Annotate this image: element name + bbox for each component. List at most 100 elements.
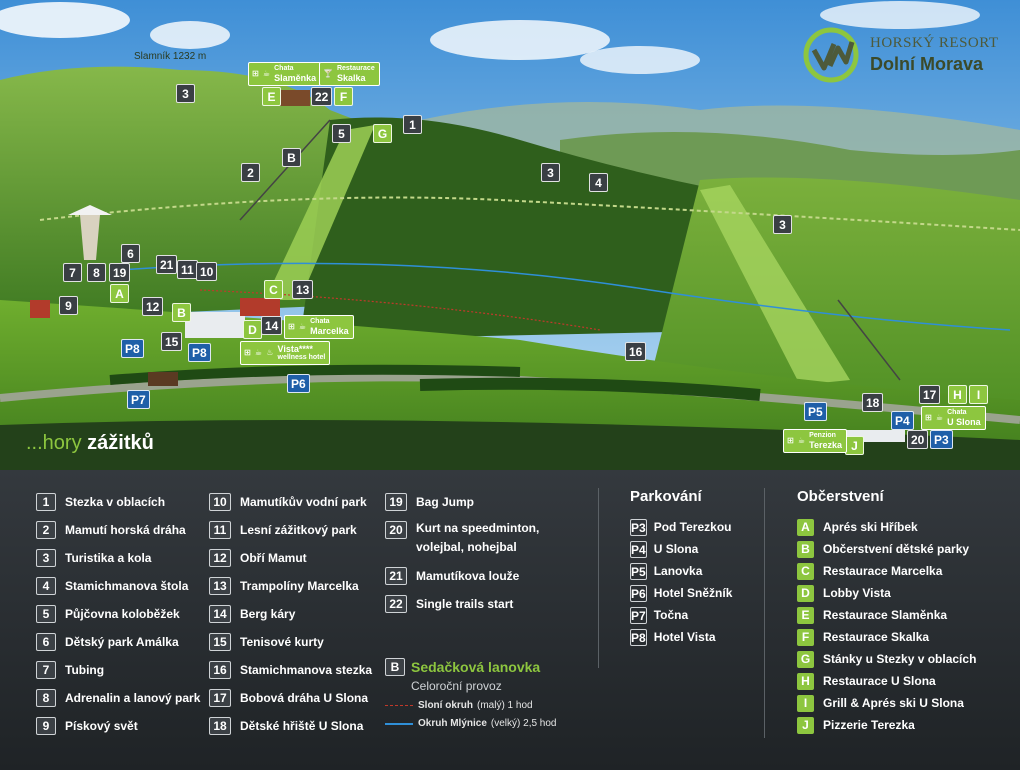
map-marker[interactable]: P8 — [121, 339, 144, 358]
map-marker[interactable]: 5 — [332, 124, 351, 143]
map-marker[interactable]: P7 — [127, 390, 150, 409]
map-marker[interactable]: 20 — [907, 430, 929, 449]
map-marker[interactable]: 8 — [87, 263, 106, 282]
map-marker[interactable]: D — [243, 320, 262, 339]
map-marker[interactable]: P6 — [287, 374, 310, 393]
legend-key: 9 — [36, 717, 56, 735]
map-marker[interactable]: 18 — [862, 393, 884, 412]
map-marker[interactable]: 3 — [541, 163, 560, 182]
food-text: Restaurace U Slona — [823, 674, 936, 688]
map-marker[interactable]: P8 — [188, 343, 211, 362]
map-marker[interactable]: 13 — [292, 280, 314, 299]
map-marker[interactable]: P5 — [804, 402, 827, 421]
legend-text: Stamichmanova štola — [65, 579, 189, 593]
food-key: B — [797, 540, 814, 558]
map-marker[interactable]: 15 — [161, 332, 183, 351]
map-marker[interactable]: E — [262, 87, 281, 106]
map-marker[interactable]: P4 — [891, 411, 914, 430]
map-marker[interactable]: 12 — [142, 297, 164, 316]
map-marker[interactable]: P3 — [930, 430, 953, 449]
map-marker[interactable]: B — [172, 303, 191, 322]
route-small-line — [385, 705, 413, 706]
map-marker[interactable]: 7 — [63, 263, 82, 282]
map-marker[interactable]: 6 — [121, 244, 140, 263]
map-marker[interactable]: H — [948, 385, 967, 404]
map-marker[interactable]: A — [110, 284, 129, 303]
map-marker[interactable]: 3 — [773, 215, 792, 234]
label-small: wellness hotel — [277, 354, 326, 361]
map-marker[interactable]: J — [845, 436, 864, 455]
place-label-vista[interactable]: ⊞ ☕ ♨ Vista****wellness hotel — [240, 341, 331, 365]
map-marker[interactable]: I — [969, 385, 988, 404]
map-marker[interactable]: 11 — [177, 260, 198, 279]
map-marker[interactable]: 9 — [59, 296, 78, 315]
map-marker[interactable]: B — [282, 148, 301, 167]
map-marker[interactable]: 21 — [156, 255, 178, 274]
map-marker[interactable]: 22 — [311, 87, 333, 106]
map-marker[interactable]: F — [334, 87, 353, 106]
map-marker[interactable]: 10 — [196, 262, 218, 281]
map-marker[interactable]: 1 — [403, 115, 422, 134]
map-marker[interactable]: 3 — [176, 84, 195, 103]
resort-map[interactable]: Slamník 1232 m HORSKÝ RESORT Dolní Morav… — [0, 0, 1020, 470]
legend-text: Turistika a kola — [65, 551, 152, 565]
map-marker[interactable]: 14 — [261, 316, 283, 335]
route-small[interactable]: Sloní okruh(malý) 1 hod — [385, 700, 557, 711]
map-marker[interactable]: 19 — [109, 263, 131, 282]
route-large[interactable]: Okruh Mlýnice(velký) 2,5 hod — [385, 718, 557, 729]
map-marker[interactable]: 4 — [589, 173, 608, 192]
map-marker[interactable]: C — [264, 280, 283, 299]
legend-key: 2 — [36, 521, 56, 539]
legend-text: Pískový svět — [65, 719, 138, 733]
legend-item[interactable]: 9 Pískový svět — [36, 712, 200, 740]
legend-text: Obří Mamut — [240, 551, 307, 565]
map-marker[interactable]: 2 — [241, 163, 260, 182]
chairlift-sub: Celoroční provoz — [411, 679, 502, 693]
map-marker[interactable]: 17 — [919, 385, 941, 404]
map-marker[interactable]: G — [373, 124, 392, 143]
map-marker[interactable]: 16 — [625, 342, 647, 361]
